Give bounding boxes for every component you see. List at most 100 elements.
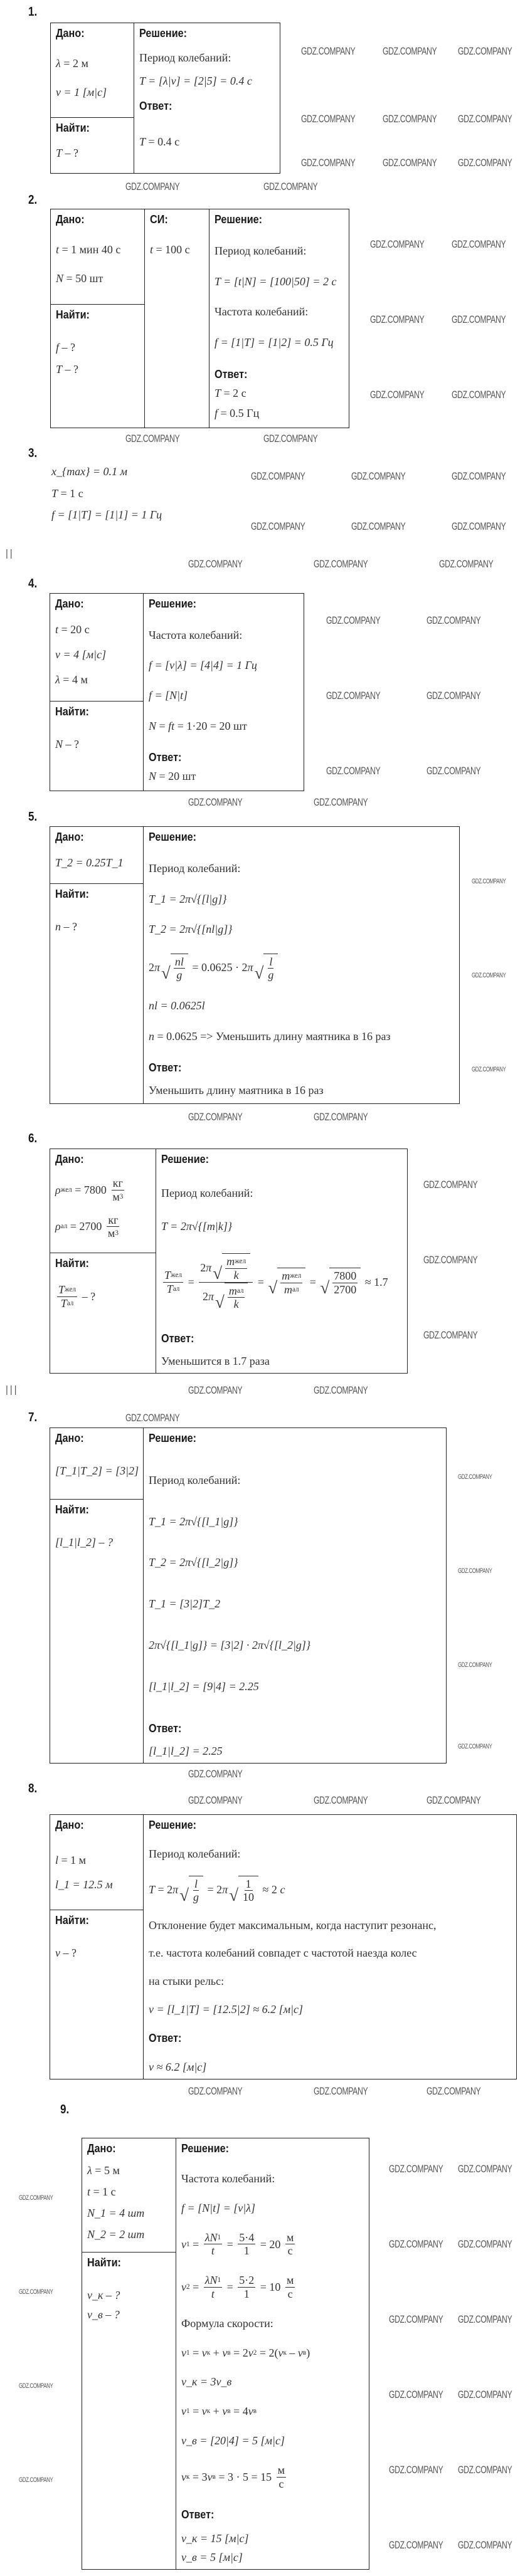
formula-line: n – ? <box>55 920 77 933</box>
find-lines: v_к – ?v_в – ? <box>87 2270 171 2567</box>
solution-lines: Период колебаний:T_1 = 2π√{[l_1|g]}T_2 =… <box>149 1446 441 1721</box>
formula-line: f = 0.5 Гц <box>215 407 260 420</box>
solution-section: Решение:Период колебаний:T = 2π√{[m|k]}T… <box>156 1149 407 1373</box>
answer-lines: [l_1|l_2] = 2.25 <box>149 1736 441 1760</box>
watermark: GDZ.COMPANY <box>19 2476 53 2484</box>
answer-lines: Уменьшить длину маятника в 16 раз <box>149 1075 454 1101</box>
watermark: GDZ.COMPANY <box>452 238 506 250</box>
watermark: GDZ.COMPANY <box>251 520 305 532</box>
answer-lines: N = 20 шт <box>149 765 299 788</box>
formula-line: f = [N|t] <box>149 689 188 702</box>
formula-line: l_1 = 12.5 м <box>55 1878 113 1891</box>
watermark: GDZ.COMPANY <box>326 690 381 702</box>
find-lines: f – ?T – ? <box>56 322 139 425</box>
find-lines: v – ? <box>55 1928 138 2076</box>
watermark: GDZ.COMPANY <box>427 690 481 702</box>
watermark: GDZ.COMPANY <box>314 796 368 808</box>
solution-heading: Решение: <box>215 213 263 226</box>
section-heading: III <box>5 1383 18 1398</box>
formula-line: T = [t|N] = [100|50] = 2 с <box>215 275 337 288</box>
watermark: GDZ.COMPANY <box>19 2382 53 2390</box>
formula-line: N = ft = 1·20 = 20 шт <box>149 719 247 732</box>
given-heading: Дано: <box>56 27 85 39</box>
formula-line: Частота колебаний: <box>215 305 309 318</box>
formula-line: v – ? <box>55 1947 77 1959</box>
answer-heading: Ответ: <box>139 99 172 112</box>
problem-number: 5. <box>28 810 38 824</box>
formula-line: T = 2 с <box>215 386 246 399</box>
formula-line: T_1 = 2π√{[l|g]} <box>149 892 227 905</box>
given-heading: Дано: <box>55 831 84 843</box>
answer-lines: Уменьшится в 1.7 раза <box>161 1346 402 1370</box>
watermark: GDZ.COMPANY <box>383 113 437 125</box>
formula-line: T – ? <box>56 362 79 376</box>
formula-line: λ = 4 м <box>55 673 88 686</box>
answer-heading: Ответ: <box>149 2032 182 2045</box>
formula-line: f = [1|T] = [1|1] = 1 Гц <box>51 508 162 522</box>
watermark: GDZ.COMPANY <box>188 1384 243 1396</box>
given-section: Дано: [T_1|T_2] = [3|2] <box>50 1428 144 1500</box>
watermark: GDZ.COMPANY <box>458 1473 492 1481</box>
watermark: GDZ.COMPANY <box>389 2464 443 2476</box>
find-heading: Найти: <box>56 122 90 134</box>
solution-lines: Период колебаний:T_1 = 2π√{[l|g]}T_2 = 2… <box>149 844 454 1060</box>
formula-line: на стыки рельс: <box>149 1975 225 1988</box>
find-lines: N – ? <box>55 719 138 788</box>
find-heading: Найти: <box>55 888 89 900</box>
watermark: GDZ.COMPANY <box>301 45 356 57</box>
formula-line: Период колебаний: <box>149 1474 241 1487</box>
answer-heading: Ответ: <box>161 1332 194 1345</box>
watermark: GDZ.COMPANY <box>188 2085 243 2097</box>
formula-line: Период колебаний: <box>149 861 241 875</box>
formula-line: t = 20 с <box>55 623 90 636</box>
watermark: GDZ.COMPANY <box>188 1794 243 1806</box>
solution-section: Решение:Частота колебаний:f = [N|t] = [v… <box>176 2138 369 2569</box>
watermark: GDZ.COMPANY <box>423 1179 478 1191</box>
watermark: GDZ.COMPANY <box>458 1567 492 1575</box>
watermark: GDZ.COMPANY <box>125 1412 180 1424</box>
formula-line: v ≈ 6.2 [м|с] <box>149 2061 207 2074</box>
problem-7-table: Дано:[T_1|T_2] = [3|2] Найти:[l_1|l_2] –… <box>50 1427 447 1764</box>
formula-line: f = [v|λ] = [4|4] = 1 Гц <box>149 659 257 672</box>
watermark: GDZ.COMPANY <box>314 1794 368 1806</box>
watermark: GDZ.COMPANY <box>314 2085 368 2097</box>
given-lines: [T_1|T_2] = [3|2] <box>55 1446 139 1496</box>
solution-heading: Решение: <box>149 1432 197 1444</box>
formula-line: f = [1|T] = [1|2] = 0.5 Гц <box>215 335 334 349</box>
watermark: GDZ.COMPANY <box>314 558 368 570</box>
formula-line: v = 1 [м|с] <box>56 85 107 98</box>
find-section: Найти:v_к – ?v_в – ? <box>82 2253 176 2569</box>
solution-section: Решение: Период колебаний:T_1 = 2π√{[l_1|… <box>144 1428 446 1763</box>
given-heading: Дано: <box>55 1432 84 1444</box>
watermark: GDZ.COMPANY <box>458 2313 512 2325</box>
find-heading: Найти: <box>55 1503 89 1516</box>
formula-line: Уменьшится в 1.7 раза <box>161 1355 270 1368</box>
watermark: GDZ.COMPANY <box>427 765 481 777</box>
watermark: GDZ.COMPANY <box>452 520 506 532</box>
watermark: GDZ.COMPANY <box>458 45 512 57</box>
formula-line: т.е. частота колебаний совпадет с частот… <box>149 1947 417 1960</box>
watermark: GDZ.COMPANY <box>458 2539 512 2551</box>
